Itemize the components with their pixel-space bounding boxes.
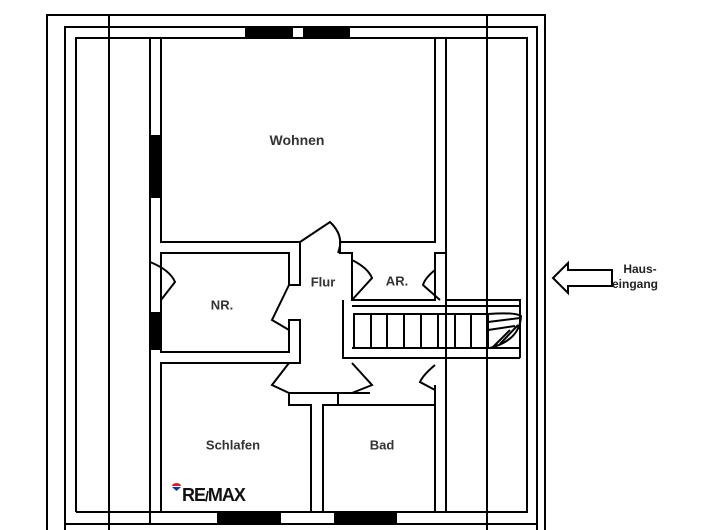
arrow-left-icon	[551, 260, 613, 296]
room-label-nr: NR.	[210, 297, 234, 313]
walls	[149, 38, 521, 524]
room-label-wohnen: Wohnen	[269, 132, 325, 148]
entrance-line2: eingang	[612, 277, 659, 291]
room-label-ar: AR.	[385, 273, 409, 289]
windows	[151, 28, 397, 523]
doors	[149, 220, 441, 394]
entrance-line1: Haus-	[623, 262, 657, 276]
outer-frame	[46, 14, 546, 530]
room-label-bad: Bad	[369, 437, 395, 453]
room-label-schlafen: Schlafen	[205, 437, 261, 453]
room-label-flur: Flur	[310, 274, 336, 290]
entrance-label: Haus- eingang	[612, 262, 658, 292]
staircase	[353, 312, 523, 349]
balloon-icon	[172, 483, 181, 491]
remax-logo: RE/MAX	[172, 483, 246, 506]
